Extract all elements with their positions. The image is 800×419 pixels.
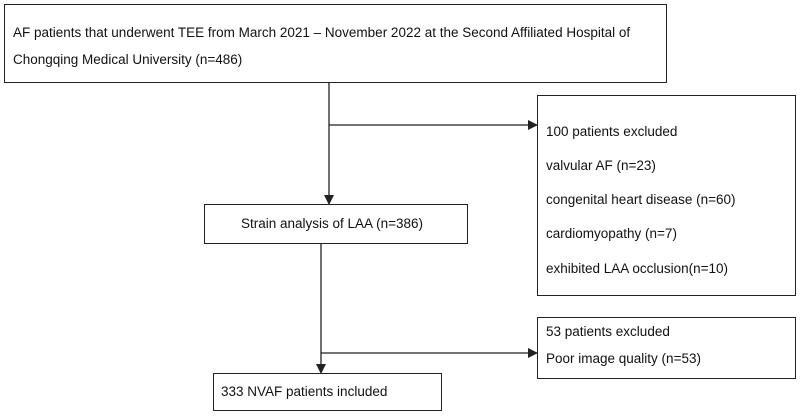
cohort-text-line1: AF patients that underwent TEE from Marc…	[13, 25, 631, 40]
exclusion-1-item-valvular: valvular AF (n=23)	[546, 158, 656, 173]
cohort-text-line2: Chongqing Medical University (n=486)	[13, 52, 243, 67]
strain-analysis-box	[204, 204, 468, 244]
exclusion-1-item-laa-occlusion: exhibited LAA occlusion(n=10)	[546, 261, 728, 276]
exclusion-2-title: 53 patients excluded	[546, 324, 670, 339]
exclusion-box-1	[537, 95, 796, 296]
exclusion-box-2	[537, 317, 796, 379]
exclusion-1-item-congenital: congenital heart disease (n=60)	[546, 192, 736, 207]
exclusion-1-item-cardiomyopathy: cardiomyopathy (n=7)	[546, 226, 677, 241]
included-box	[213, 373, 442, 411]
exclusion-1-title: 100 patients excluded	[546, 124, 678, 139]
strain-analysis-text: Strain analysis of LAA (n=386)	[241, 216, 423, 231]
exclusion-2-item-image-quality: Poor image quality (n=53)	[546, 351, 701, 366]
cohort-box	[4, 4, 667, 83]
included-text: 333 NVAF patients included	[221, 384, 388, 399]
